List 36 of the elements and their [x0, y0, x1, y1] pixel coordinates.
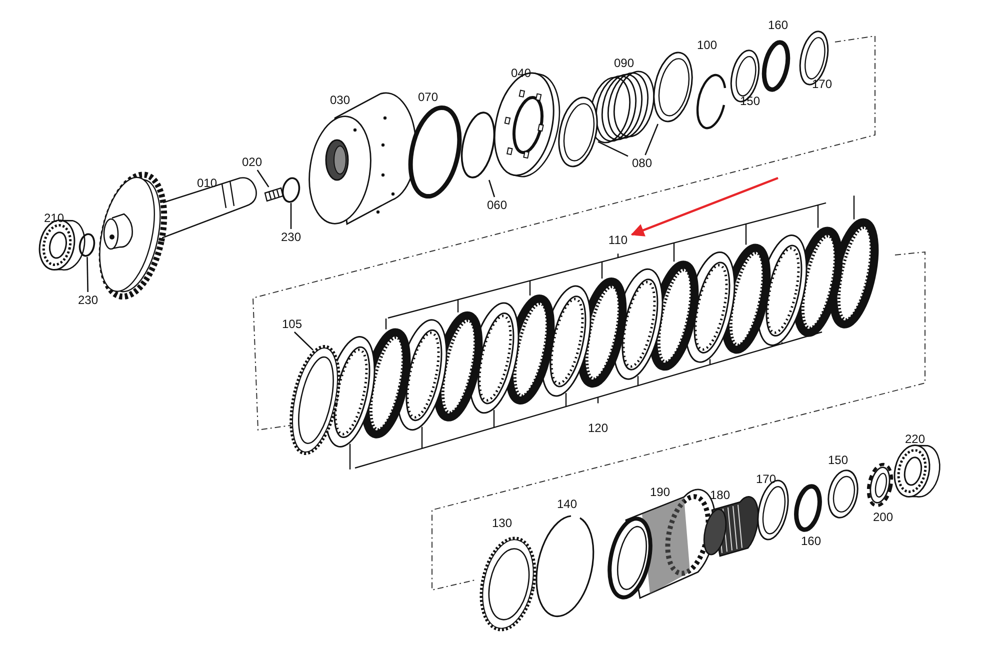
callout-number: 150	[826, 452, 850, 468]
callout-number: 160	[800, 533, 822, 549]
callout-number: 230	[74, 292, 102, 308]
arrow	[630, 176, 778, 236]
ring-drawing	[282, 177, 300, 203]
callout-number: 160	[766, 17, 790, 33]
callout-number: 070	[416, 89, 440, 105]
callout-number: 030	[328, 92, 352, 108]
leader-line	[598, 141, 628, 157]
callout-number: 060	[483, 197, 511, 213]
callout-number: 020	[238, 154, 266, 170]
callout-number: 170	[810, 76, 834, 92]
leader-line	[294, 332, 314, 350]
ring-drawing	[653, 50, 693, 124]
callout-number: 200	[872, 509, 894, 525]
callout-number: 140	[556, 496, 578, 512]
callout-number: 220	[904, 431, 926, 447]
callout-number: 230	[277, 229, 305, 245]
leader-line	[644, 124, 659, 156]
callout-number: 110	[604, 232, 632, 248]
callout-number: 100	[696, 37, 718, 53]
callout-number: 130	[490, 515, 514, 531]
callout-number: 080	[628, 155, 656, 171]
ring-drawing	[461, 110, 495, 180]
callout-number: 190	[648, 484, 672, 500]
leader-line	[488, 180, 496, 198]
callout-number: 090	[612, 55, 636, 71]
callout-number: 120	[586, 420, 610, 436]
ring-drawing	[79, 233, 95, 257]
leader-line	[290, 203, 292, 229]
callout-number: 180	[708, 487, 732, 503]
ring-drawing	[290, 342, 340, 458]
pin-drawing	[263, 187, 285, 203]
callout-number: 105	[278, 316, 306, 332]
leader-line	[256, 170, 270, 188]
ring-drawing	[558, 95, 598, 169]
